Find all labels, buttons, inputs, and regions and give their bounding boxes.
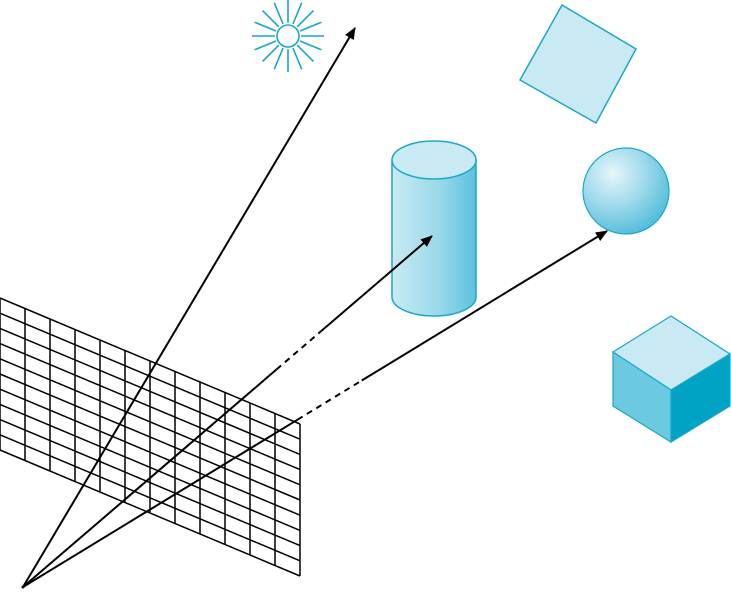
sun-icon xyxy=(252,0,324,72)
cylinder-object xyxy=(391,140,477,317)
pixel-grid xyxy=(0,297,301,577)
sun-ray xyxy=(254,21,277,32)
ray-to-sphere-hidden xyxy=(296,379,363,421)
grid-row-line xyxy=(0,327,301,456)
square-object xyxy=(518,3,638,125)
grid-row-line xyxy=(0,297,301,425)
grid-row-line xyxy=(0,373,301,501)
sun-ray xyxy=(292,47,303,70)
sun-ray xyxy=(296,44,315,63)
sun-ray xyxy=(273,2,284,25)
grid-row-line xyxy=(0,312,301,440)
ray-to-sphere-solid xyxy=(22,418,299,588)
grid-row-line xyxy=(0,403,301,532)
sun-ray xyxy=(299,40,322,51)
rays xyxy=(22,27,608,588)
grid-row-line xyxy=(0,449,301,577)
grid-row-line xyxy=(0,434,301,562)
sun-core xyxy=(276,24,300,48)
ray-to-light-source xyxy=(22,27,356,588)
ray-to-cylinder-beyond xyxy=(320,235,433,332)
sun-ray xyxy=(296,9,315,28)
sun-ray xyxy=(261,44,280,63)
sun-ray xyxy=(273,47,284,70)
grid-row-line xyxy=(0,418,301,547)
cube-object xyxy=(611,315,731,444)
ray-to-cylinder-hidden xyxy=(275,330,323,371)
ray-to-sphere-beyond xyxy=(361,230,608,382)
eye-point xyxy=(21,585,25,589)
grid-row-line xyxy=(0,358,301,486)
sun-ray xyxy=(254,40,277,51)
sun-ray xyxy=(261,9,280,28)
sphere-object xyxy=(582,147,670,235)
sun-ray xyxy=(299,21,322,32)
ray-to-cylinder-solid xyxy=(22,368,278,588)
grid-row-line xyxy=(0,388,301,516)
sun-ray xyxy=(292,2,303,25)
